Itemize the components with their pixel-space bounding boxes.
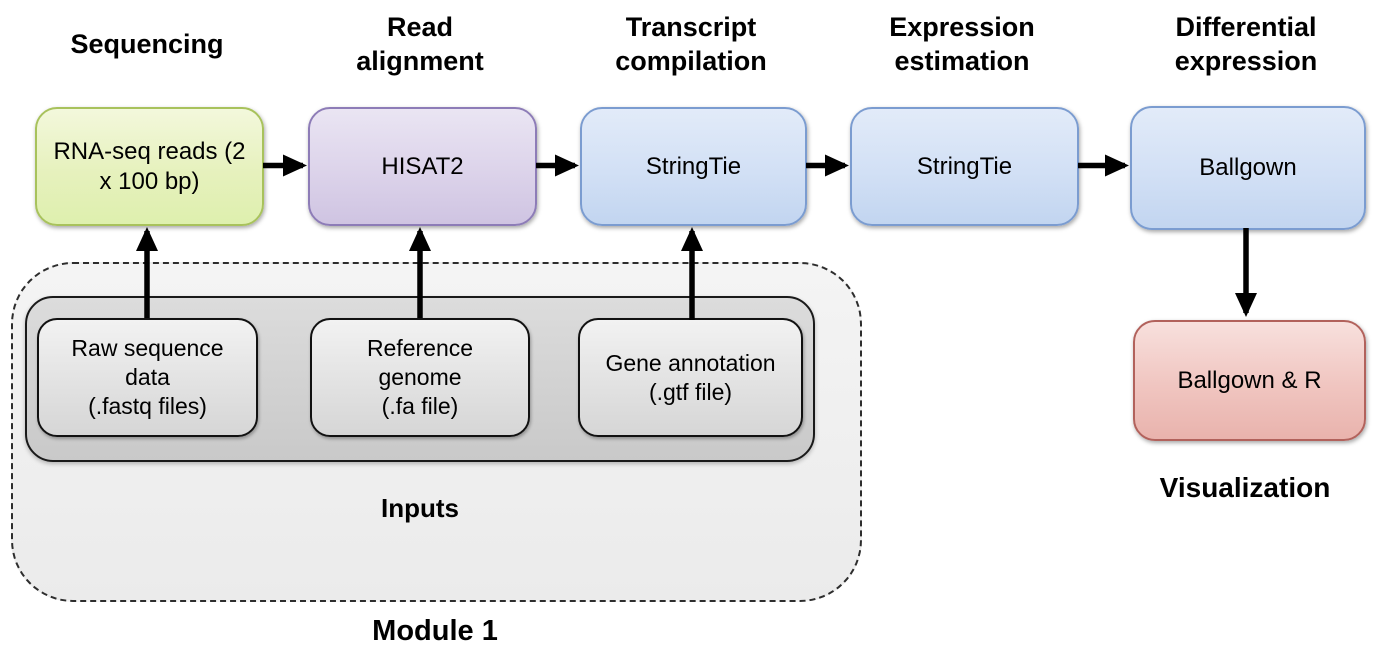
inputs-caption: Inputs — [381, 493, 459, 523]
input-box-raw-sequence-data: Raw sequence data (.fastq files) — [37, 318, 258, 437]
process-box-stringtie-compilation: StringTie — [580, 107, 807, 226]
visualization-caption: Visualization — [1159, 472, 1331, 503]
header-read-alignment: Read alignment — [356, 12, 484, 76]
header-differential-expression: Differential expression — [1174, 12, 1318, 76]
input-box-reference-genome: Reference genome (.fa file) — [310, 318, 530, 437]
process-box-ballgown: Ballgown — [1130, 106, 1366, 230]
header-sequencing: Sequencing — [70, 29, 224, 59]
header-expression-estimation: Expression estimation — [889, 12, 1035, 76]
header-transcript-compilation: Transcript compilation — [615, 12, 767, 76]
process-box-stringtie-estimation: StringTie — [850, 107, 1079, 226]
module-1-caption: Module 1 — [372, 615, 498, 647]
input-box-gene-annotation: Gene annotation (.gtf file) — [578, 318, 803, 437]
process-box-rna-seq-reads: RNA-seq reads (2 x 100 bp) — [35, 107, 264, 226]
process-box-ballgown-and-r: Ballgown & R — [1133, 320, 1366, 441]
process-box-hisat2: HISAT2 — [308, 107, 537, 226]
